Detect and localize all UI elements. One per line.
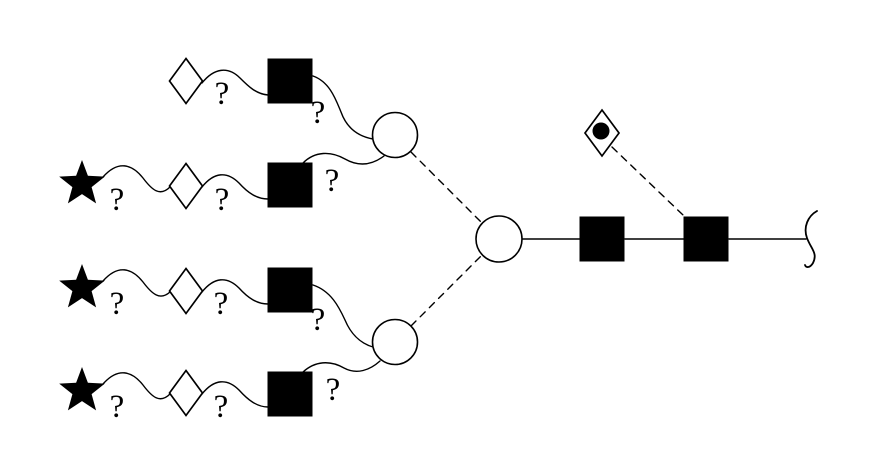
- question-mark-label: ?: [311, 302, 326, 338]
- branch4-star-filled-star-icon: [59, 367, 105, 411]
- antenna-circle-bottom-open-circle-icon: [371, 318, 419, 366]
- edge-branch4-square-circle: [302, 360, 381, 373]
- question-mark-label: ?: [110, 286, 125, 322]
- edge-branch1-diamond-square: [201, 69, 269, 96]
- question-mark-label: ?: [214, 286, 229, 322]
- question-mark-label: ?: [215, 76, 230, 112]
- question-mark-label: ?: [215, 182, 230, 218]
- question-mark-label: ?: [110, 389, 125, 425]
- question-mark-label: ?: [110, 182, 125, 218]
- edge-branch3-star-diamond: [102, 269, 171, 297]
- branch2-diamond-open-diamond-icon: [168, 162, 204, 210]
- edge-branch2-star-diamond: [102, 165, 171, 193]
- edge-branch3-diamond-square: [201, 279, 269, 305]
- edge-reducing-end-squiggle: [804, 210, 818, 268]
- branch1-diamond-open-diamond-icon: [168, 57, 204, 105]
- edge-branch4-diamond-square: [201, 381, 269, 408]
- question-mark-label: ?: [214, 389, 229, 425]
- edge-circle-bottom-to-core: [410, 254, 483, 327]
- branch2-star-filled-star-icon: [59, 160, 105, 204]
- branch3-diamond-open-diamond-icon: [168, 267, 204, 315]
- branch3-square-glcnac-square-icon: [267, 267, 313, 313]
- branch1-square-glcnac-square-icon: [267, 58, 313, 104]
- edge-branch1-square-circle: [312, 75, 374, 140]
- branch4-square-glcnac-square-icon: [267, 371, 313, 417]
- capped-diamond-center-dot-icon: [592, 122, 610, 140]
- core-square-1-glcnac-square-icon: [579, 216, 625, 262]
- branch3-star-filled-star-icon: [59, 264, 105, 308]
- branch2-square-glcnac-square-icon: [267, 162, 313, 208]
- core-circle-open-circle-icon: [475, 215, 523, 263]
- edge-circle-top-to-core: [410, 151, 483, 224]
- edge-branch2-square-circle: [302, 152, 385, 165]
- question-mark-label: ?: [311, 95, 326, 131]
- branch4-diamond-open-diamond-icon: [168, 369, 204, 417]
- edge-branch2-diamond-square: [201, 174, 269, 200]
- edge-branch3-square-circle: [312, 284, 374, 348]
- antenna-circle-top-open-circle-icon: [371, 111, 419, 159]
- core-square-2-glcnac-square-icon: [683, 216, 729, 262]
- edge-branch4-star-diamond: [102, 372, 171, 400]
- question-mark-label: ?: [326, 372, 341, 408]
- question-mark-label: ?: [325, 163, 340, 199]
- edge-capped-diamond-to-core: [611, 146, 684, 216]
